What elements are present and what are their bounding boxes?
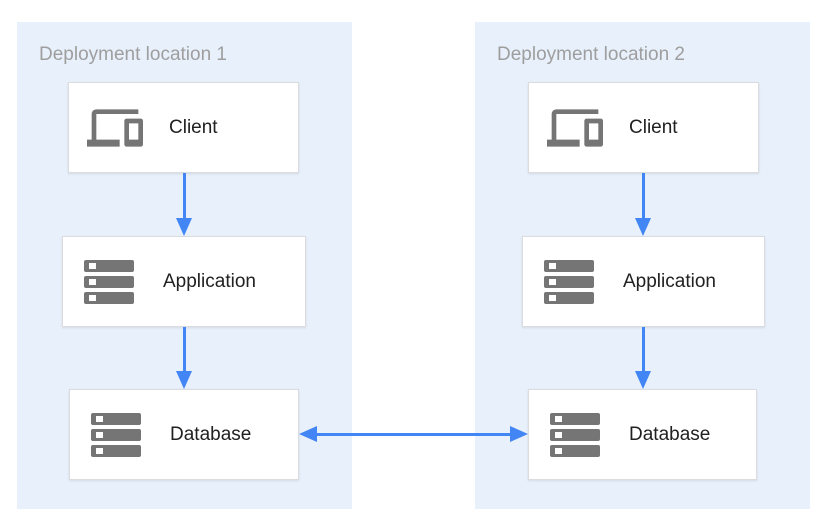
devices-icon xyxy=(547,100,603,156)
zone-2-title: Deployment location 2 xyxy=(497,44,685,65)
server-stack-icon xyxy=(81,259,137,304)
node-database-1: Database xyxy=(69,389,299,480)
devices-icon xyxy=(87,100,143,156)
arrow-application-to-database-1 xyxy=(176,327,192,389)
arrow-client-to-application-2 xyxy=(635,173,651,236)
server-stack-icon xyxy=(541,259,597,304)
node-application-2: Application xyxy=(522,236,765,327)
node-application-1: Application xyxy=(62,236,306,327)
node-label-client: Client xyxy=(169,116,218,138)
arrow-client-to-application-1 xyxy=(176,173,192,236)
zone-1-title: Deployment location 1 xyxy=(39,44,227,65)
node-label-application: Application xyxy=(163,270,256,292)
node-label-client: Client xyxy=(629,116,678,138)
node-label-application: Application xyxy=(623,270,716,292)
server-stack-icon xyxy=(88,412,144,457)
node-label-database: Database xyxy=(629,423,711,445)
node-database-2: Database xyxy=(528,389,757,480)
node-label-database: Database xyxy=(170,423,252,445)
arrow-database-sync xyxy=(299,426,528,442)
deployment-zone-1: Deployment location 1 Client Application… xyxy=(17,22,352,509)
node-client-2: Client xyxy=(528,82,759,173)
node-client-1: Client xyxy=(68,82,299,173)
deployment-zone-2: Deployment location 2 Client Application… xyxy=(475,22,810,509)
server-stack-icon xyxy=(547,412,603,457)
arrow-application-to-database-2 xyxy=(635,327,651,389)
